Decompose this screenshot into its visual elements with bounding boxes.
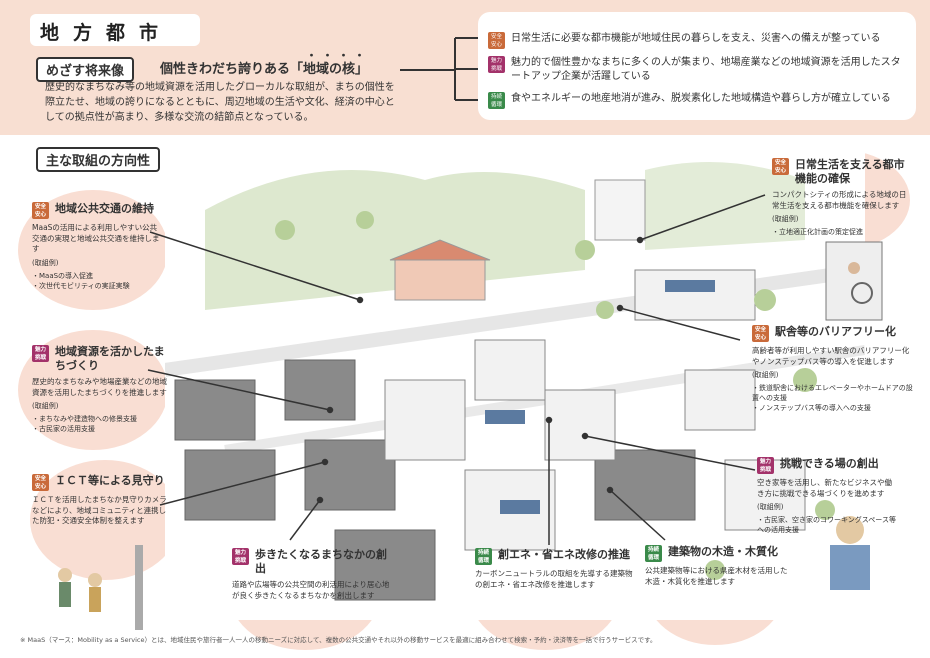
goal-safe: 安全 安心 日常生活に必要な都市機能が地域住民の暮らしを支え、災害への備えが整っ… [488,32,908,49]
example-list: ・MaaSの導入促進 ・次世代モビリティの実証実験 [32,271,130,290]
item-title: 挑戦できる場の創出 [780,457,879,470]
example-label: (取組例) [32,258,59,267]
vision-description: 歴史的なまちなみ等の地域資源を活用したグローカルな取組が、まちの個性を際立たせ、… [45,82,395,123]
item-title: 地域資源を活かしたまちづくり [55,345,165,372]
example-label: (取組例) [32,402,59,410]
badge-safe: 安全 安心 [32,474,49,491]
example-label: (取組例) [757,503,784,511]
badge-charm: 魅力 挑戦 [32,345,49,362]
item-title: ＩＣＴ等による見守り [55,474,165,487]
pedestrians-icon [58,545,143,630]
bracket-connector [400,37,480,101]
badge-safe: 安全 安心 [32,202,49,219]
title-box [30,14,200,46]
goal-text: 魅力的で個性豊かなまちに多くの人が集まり、地場産業などの地域資源を活用したスター… [511,57,901,82]
vision-title: 個性きわだち誇りある「地域の核」 [160,62,369,77]
badge-sustain: 持続 循環 [488,92,505,109]
blob [30,460,180,580]
goals-panel [478,12,916,120]
example-list: ・まちなみや建造物への修景支援 ・古民家の活用支援 [32,415,137,433]
item-challenge-space: 魅力 挑戦挑戦できる場の創出 空き家等を活用し、新たなビジネスや働き方に挑戦でき… [757,457,897,535]
badge-sustain: 持続 循環 [645,545,662,562]
goal-text: 食やエネルギーの地産地消が進み、脱炭素化した地域構造や暮らし方が確立している [511,93,891,104]
badge-safe: 安全 安心 [752,325,769,342]
elevator-icon [825,241,883,321]
example-list: ・立地適正化計画の策定促進 [772,228,863,236]
badge-charm: 魅力 挑戦 [757,457,774,474]
goal-charm: 魅力 挑戦 魅力的で個性豊かなまちに多くの人が集まり、地場産業などの地域資源を活… [488,56,908,84]
emphasis-dots: ・・・・ [306,49,370,62]
item-title: 創エネ・省エネ改修の推進 [498,548,630,561]
goal-text: 日常生活に必要な都市機能が地域住民の暮らしを支え、災害への備えが整っている [511,33,881,44]
item-public-transit: 安全 安心地域公共交通の維持 MaaSの活用による利用しやすい公共交通の実現と地… [32,202,162,291]
item-body: コンパクトシティの形成による地域の日常生活を支える都市機能を確保します [772,190,907,210]
vision-label: めざす将来像 [36,57,135,82]
item-body: ＩＣＴを活用したまちなか見守りカメラなどにより、地域コミュニティと連携した防犯・… [32,495,167,525]
item-ict-watch: 安全 安心 ＩＣＴ等による見守り ＩＣＴを活用したまちなか見守りカメラなどにより、… [32,474,167,527]
item-body: 空き家等を活用し、新たなビジネスや働き方に挑戦できる場づくりを進めます [757,478,892,498]
goal-sustain: 持続 循環 食やエネルギーの地産地消が進み、脱炭素化した地域構造や暮らし方が確立… [488,92,908,109]
badge-safe: 安全 安心 [772,158,789,175]
item-energy-retrofit: 持続 循環創エネ・省エネ改修の推進 カーボンニュートラルの取組を先導する建築物の… [475,548,635,590]
badge-safe: 安全 安心 [488,32,505,49]
item-body: 歴史的なまちなみや地場産業などの地域資源を活用したまちづくりを推進します [32,377,167,397]
item-local-resources: 魅力 挑戦地域資源を活かしたまちづくり 歴史的なまちなみや地場産業などの地域資源… [32,345,167,434]
badge-charm: 魅力 挑戦 [232,548,249,565]
section-label: 主な取組の方向性 [36,147,161,172]
item-title: 駅舎等のバリアフリー化 [775,325,896,338]
item-title: 日常生活を支える都市機能の確保 [795,158,905,185]
item-barrier-free: 安全 安心駅舎等のバリアフリー化 高齢者等が利用しやすい駅舎のバリアフリー化やノ… [752,325,914,413]
item-urban-functions: 安全 安心日常生活を支える都市機能の確保 コンパクトシティの形成による地域の日常… [772,158,912,237]
worker-icon [830,516,870,590]
page-title: 地方都市 [40,22,173,44]
item-body: カーボンニュートラルの取組を先導する建築物の創エネ・省エネ改修を推進します [475,569,633,589]
item-title: 歩きたくなるまちなかの創出 [255,548,387,575]
footnote: ※ MaaS（マース：Mobility as a Service）とは、地域住民… [20,636,657,644]
item-walkable-town: 魅力 挑戦歩きたくなるまちなかの創出 道路や広場等の公共空間の利活用により居心地… [232,548,392,601]
item-body: 高齢者等が利用しやすい駅舎のバリアフリー化やノンステップバス等の導入を促進します [752,346,910,366]
item-body: 道路や広場等の公共空間の利活用により居心地が良く歩きたくなるまちなかを創出します [232,580,390,600]
example-list: ・鉄道駅舎におけるエレベーターやホームドアの設置への支援 ・ノンステップバス等の… [752,384,913,412]
example-list: ・古民家、空き家のコワーキングスペース等への活用支援 [757,516,896,534]
item-title: 地域公共交通の維持 [55,202,154,215]
item-wooden-buildings: 持続 循環建築物の木造・木質化 公共建築物等における県産木材を活用した木造・木質… [645,545,790,587]
city-illustration [165,150,865,620]
item-body: MaaSの活用による利用しやすい公共交通の実現と地域公共交通を維持します [32,223,160,253]
item-title: 建築物の木造・木質化 [668,545,778,558]
item-body: 公共建築物等における県産木材を活用した木造・木質化を推進します [645,566,788,586]
example-label: (取組例) [772,215,799,223]
badge-sustain: 持続 循環 [475,548,492,565]
badge-charm: 魅力 挑戦 [488,56,505,73]
example-label: (取組例) [752,371,779,379]
